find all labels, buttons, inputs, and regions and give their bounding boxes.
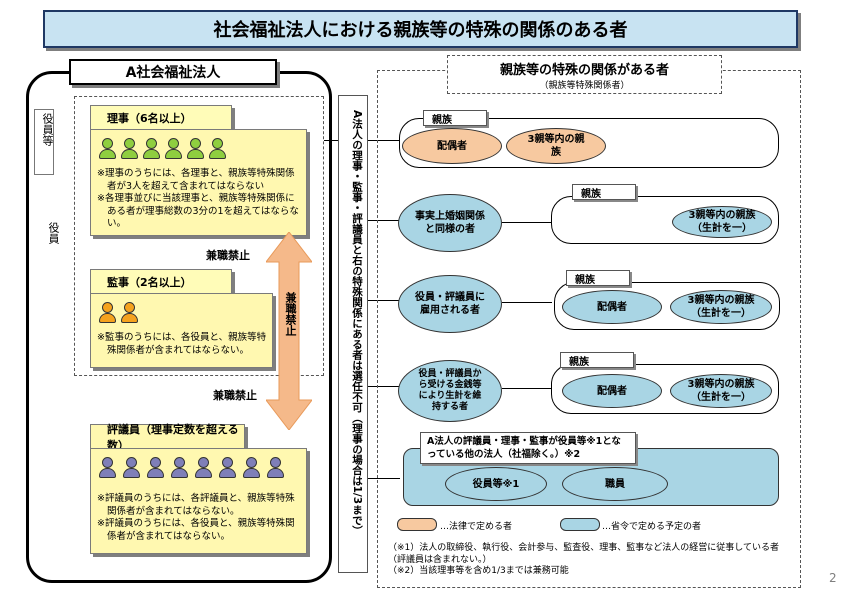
- relatives-title-box: 親族等の特殊の関係がある者 （親族等特殊関係者）: [447, 55, 722, 94]
- council-icons: [99, 457, 284, 479]
- council-note: ※評議員のうちには、各評議員と、親族等特殊関係者が含まれてはならない。: [97, 493, 295, 517]
- person-icon: [99, 138, 116, 160]
- legend-ordinance-swatch: [560, 518, 600, 531]
- kenshoku-label-2: 兼職禁止: [211, 387, 259, 403]
- director-note: ※各理事並びに当該理事と、親族等特殊関係にある者が理事総数の3分の1を超えてはな…: [97, 193, 299, 229]
- director-icons: [99, 138, 226, 160]
- relatives-title: 親族等の特殊の関係がある者: [499, 62, 669, 78]
- double-arrow-icon: [266, 232, 312, 430]
- footnotes: （※1）法人の取締役、執行役、会計参与、監査役、理事、監事など法人の経営に従事し…: [388, 543, 794, 578]
- person-icon: [165, 138, 182, 160]
- person-icon: [147, 457, 164, 479]
- officers-label-box: [34, 109, 54, 175]
- connector-line: [368, 300, 400, 301]
- council-head: 評議員（理事定数を超える数）: [90, 423, 245, 452]
- connector-line: [368, 140, 400, 141]
- council-note: ※評議員のうちには、各役員と、親族等特殊関係者が含まれてはならない。: [97, 518, 295, 542]
- auditor-note: ※監事のうちには、各役員と、親族等特殊関係者が含まれてはならない。: [97, 332, 267, 356]
- page-number: 2: [829, 571, 837, 585]
- person-icon: [121, 302, 138, 324]
- person-icon: [123, 457, 140, 479]
- legend-law-swatch: [397, 518, 437, 531]
- group5-label: A法人の評議員・理事・監事が役員等※1となっている他の法人（社福除く。）※2: [420, 432, 636, 464]
- person-icon: [187, 138, 204, 160]
- kenshoku-label-1: 兼職禁止: [204, 247, 252, 263]
- person-icon: [209, 138, 226, 160]
- director-note: ※理事のうちには、各理事と、親族等特殊関係者が3人を超えて含まれてはならない: [97, 168, 295, 192]
- connector-line: [368, 478, 400, 479]
- group5-staff: 職員: [562, 467, 668, 501]
- group5-officers: 役員等※1: [445, 467, 547, 501]
- connector-line: [368, 220, 400, 221]
- middle-text: A法人の理事・監事・評議員と右の特殊関係にある者は選任不可（理事の場合は1/3ま…: [351, 110, 363, 536]
- officers-group: [74, 96, 324, 376]
- group1-relatives: 3親等内の親族: [506, 128, 606, 164]
- person-icon: [243, 457, 260, 479]
- auditor-body: ※監事のうちには、各役員と、親族等特殊関係者が含まれてはならない。: [90, 293, 273, 368]
- connector-line: [324, 140, 338, 141]
- connector-line: [502, 222, 552, 223]
- group2-left: 事実上婚姻関係と同様の者: [398, 194, 502, 252]
- yakuin-label: 役員: [46, 222, 60, 244]
- person-icon: [143, 138, 160, 160]
- legend-law-text: …法律で定める者: [440, 522, 513, 532]
- group4-left: 役員・評議員から受ける金銭等により生計を維持する者: [398, 360, 502, 422]
- group3-left: 役員・評議員に雇用される者: [398, 275, 502, 333]
- connector-line: [502, 302, 552, 303]
- officers-label: 役員等: [41, 113, 54, 146]
- director-head: 理事（6名以上）: [90, 105, 232, 130]
- director-notes: ※理事のうちには、各理事と、親族等特殊関係者が3人を超えて含まれてはならない ※…: [97, 168, 302, 231]
- legend-ordinance-text: …省令で定める予定の者: [602, 522, 702, 532]
- group4-spouse: 配偶者: [562, 374, 662, 408]
- person-icon: [267, 457, 284, 479]
- org-header: A社会福祉法人: [69, 59, 277, 85]
- person-icon: [121, 138, 138, 160]
- person-icon: [99, 302, 116, 324]
- director-body: ※理事のうちには、各理事と、親族等特殊関係者が3人を超えて含まれてはならない ※…: [90, 129, 307, 236]
- group2-label: 親族: [572, 184, 636, 200]
- group4-label: 親族: [560, 352, 634, 368]
- group1-label: 親族: [423, 110, 487, 126]
- group4-relatives: 3親等内の親族（生計を一）: [670, 374, 772, 408]
- person-icon: [219, 457, 236, 479]
- group1-spouse: 配偶者: [402, 128, 502, 164]
- relatives-subtitle: （親族等特殊関係者）: [539, 80, 630, 91]
- group3-relatives: 3親等内の親族（生計を一）: [670, 290, 772, 324]
- council-notes: ※評議員のうちには、各評議員と、親族等特殊関係者が含まれてはならない。 ※評議員…: [97, 493, 302, 543]
- person-icon: [99, 457, 116, 479]
- connector-line: [502, 388, 552, 389]
- middle-column: [338, 95, 368, 573]
- auditor-icons: [99, 302, 138, 324]
- footnote-2: （※2）当該理事等を含め1/3までは兼務可能: [388, 566, 569, 576]
- auditor-notes: ※監事のうちには、各役員と、親族等特殊関係者が含まれてはならない。: [97, 332, 269, 357]
- connector-line: [368, 386, 400, 387]
- group3-spouse: 配偶者: [562, 290, 662, 324]
- page-title: 社会福祉法人における親族等の特殊の関係のある者: [43, 10, 798, 48]
- group2-item: 3親等内の親族（生計を一）: [672, 206, 772, 238]
- person-icon: [195, 457, 212, 479]
- person-icon: [171, 457, 188, 479]
- council-body: ※評議員のうちには、各評議員と、親族等特殊関係者が含まれてはならない。 ※評議員…: [90, 448, 307, 554]
- footnote-1: （※1）法人の取締役、執行役、会計参与、監査役、理事、監事など法人の経営に従事し…: [388, 543, 779, 565]
- auditor-head: 監事（2名以上）: [90, 269, 232, 294]
- arrow-label: 兼職禁止: [284, 292, 297, 336]
- group3-label: 親族: [566, 270, 630, 286]
